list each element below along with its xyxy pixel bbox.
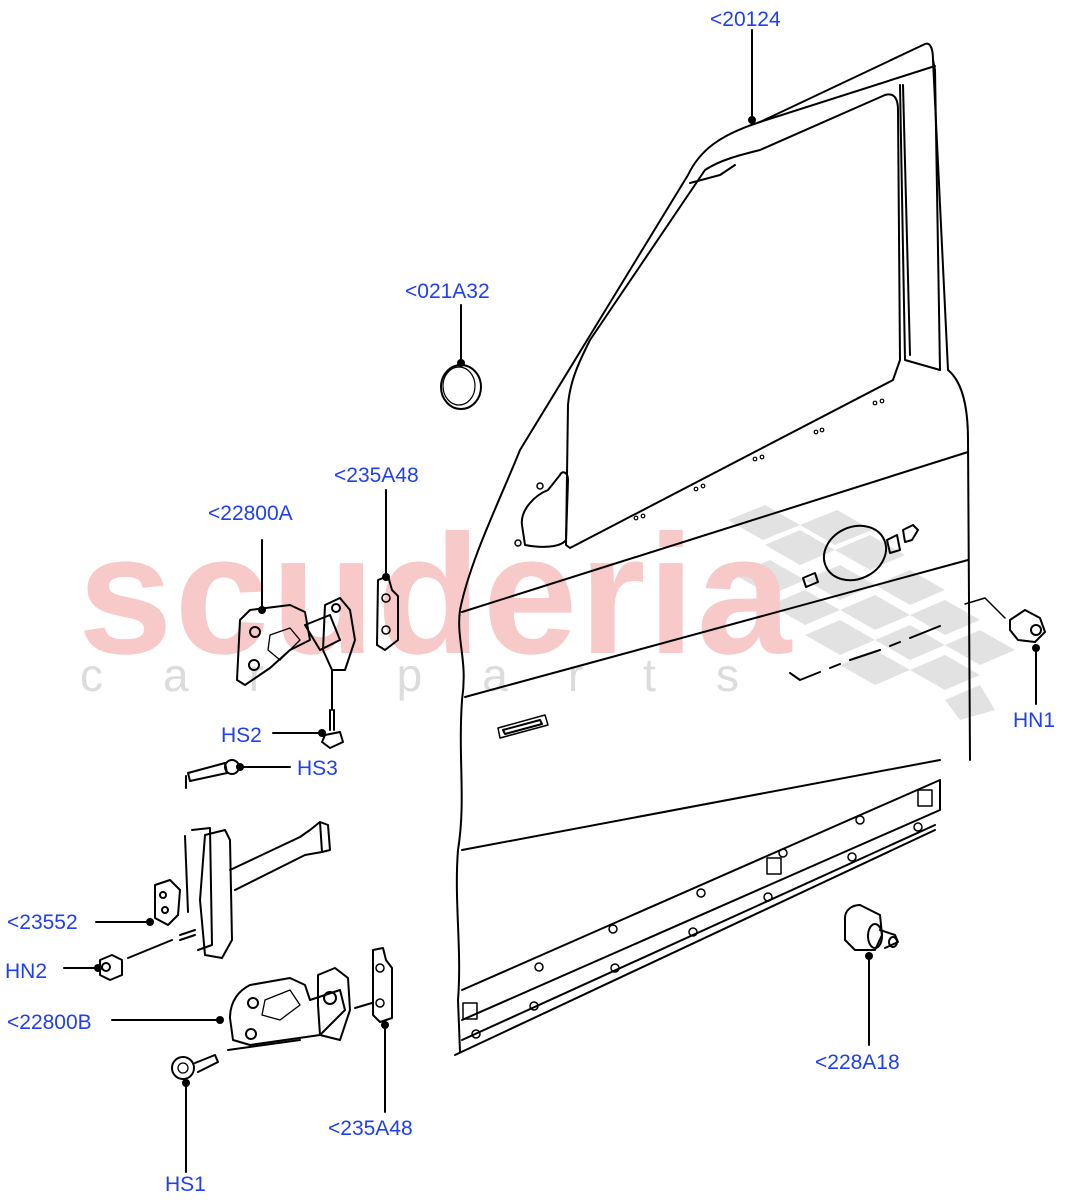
bumper-drawing (844, 904, 899, 951)
callout-235a48-lower[interactable]: <235A48 (328, 1117, 413, 1140)
upper-hinge-drawing (236, 597, 356, 686)
hs1-bolt-drawing (171, 1054, 219, 1080)
check-strap-drawing (154, 821, 331, 959)
callout-hs1[interactable]: HS1 (165, 1173, 206, 1196)
watermark-brand: scuderia (78, 500, 794, 690)
callout-235a48-upper[interactable]: <235A48 (334, 464, 419, 487)
callout-228a18[interactable]: <228A18 (815, 1051, 900, 1074)
upper-shim-drawing (376, 575, 399, 651)
callout-20124[interactable]: <20124 (710, 8, 781, 31)
callout-23552[interactable]: <23552 (7, 911, 78, 934)
plug-drawing (440, 364, 482, 410)
hs3-bolt-drawing (185, 759, 240, 789)
hn2-nut-drawing (99, 939, 173, 981)
callout-22800b[interactable]: <22800B (7, 1011, 92, 1034)
hn1-nut-drawing (1009, 609, 1046, 643)
watermark-subtitle: car parts (80, 649, 799, 701)
callout-22800a[interactable]: <22800A (208, 502, 293, 525)
callout-hs2[interactable]: HS2 (221, 724, 262, 747)
hs2-bolt-drawing (321, 669, 344, 749)
lower-shim-drawing (372, 947, 393, 1023)
lower-hinge-drawing (227, 967, 351, 1051)
callout-hn2[interactable]: HN2 (5, 960, 48, 983)
leader-dots (94, 116, 1040, 1087)
callout-hs3[interactable]: HS3 (297, 757, 338, 780)
callout-021a32[interactable]: <021A32 (405, 280, 490, 303)
door-shell-drawing (454, 42, 1006, 1056)
callout-hn1[interactable]: HN1 (1013, 709, 1056, 732)
leader-lines (63, 29, 1037, 1173)
